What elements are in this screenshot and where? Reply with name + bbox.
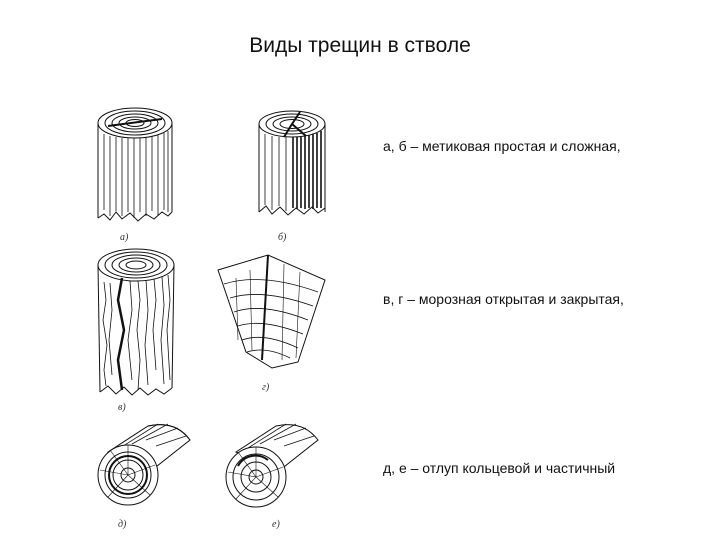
label-e: е) (272, 519, 280, 530)
figure-d-log: д) (98, 424, 190, 530)
figure-e-log: е) (226, 424, 318, 530)
label-v: в) (118, 402, 126, 413)
label-a: а) (120, 232, 129, 243)
figure-v-log: в) (98, 249, 174, 413)
label-d: д) (118, 519, 127, 530)
label-g: г) (262, 382, 270, 393)
figure-g-section: г) (218, 255, 325, 393)
figure-a-log: а) (98, 108, 172, 243)
label-b: б) (278, 232, 287, 243)
figure-b-log: б) (259, 111, 325, 243)
